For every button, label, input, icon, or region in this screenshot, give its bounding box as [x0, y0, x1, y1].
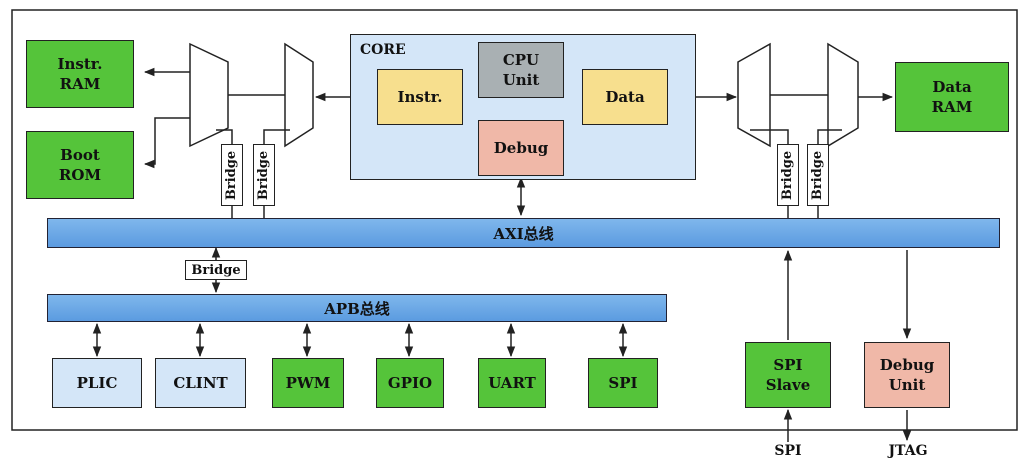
peripheral-label: UART [488, 373, 536, 392]
peripheral-plic: PLIC [52, 358, 142, 408]
bridge-right-1: Bridge [777, 144, 799, 206]
boot-rom-label: Boot ROM [58, 145, 102, 184]
cpu-unit-block: CPU Unit [478, 42, 564, 98]
peripheral-label: SPI [608, 373, 638, 392]
apb-bus-label: APB总线 [324, 299, 390, 318]
core-debug-block: Debug [478, 120, 564, 176]
instr-ram-label: Instr. RAM [57, 54, 103, 93]
external-spi-label: SPI [774, 443, 802, 459]
spi-slave-block: SPI Slave [745, 342, 831, 408]
peripheral-label: GPIO [387, 373, 433, 392]
bridge-label: Bridge [780, 150, 796, 200]
peripheral-pwm: PWM [272, 358, 344, 408]
external-jtag-label: JTAG [888, 443, 928, 459]
peripheral-gpio: GPIO [376, 358, 444, 408]
bridge-right-2: Bridge [807, 144, 829, 206]
apb-bus: APB总线 [47, 294, 667, 322]
bridge-label: Bridge [191, 262, 241, 278]
debug-unit-block: Debug Unit [864, 342, 950, 408]
left-mux-1 [189, 42, 229, 148]
core-instr-block: Instr. [377, 69, 463, 125]
bridge-axi-apb: Bridge [185, 260, 247, 280]
peripheral-label: PWM [285, 373, 331, 392]
bridge-left-1: Bridge [221, 144, 243, 206]
outer-frame [11, 9, 1018, 431]
left-mux-2 [284, 42, 314, 148]
data-ram-block: Data RAM [895, 62, 1009, 132]
right-mux-1 [737, 42, 771, 148]
debug-unit-label: Debug Unit [879, 355, 935, 394]
bridge-label: Bridge [224, 150, 240, 200]
axi-bus: AXI总线 [47, 218, 1000, 248]
axi-bus-label: AXI总线 [493, 224, 554, 243]
core-title: CORE [360, 42, 406, 58]
boot-rom-block: Boot ROM [26, 131, 134, 199]
peripheral-uart: UART [478, 358, 546, 408]
core-instr-label: Instr. [397, 87, 443, 106]
peripheral-label: PLIC [76, 373, 118, 392]
spi-slave-label: SPI Slave [765, 355, 811, 394]
data-ram-label: Data RAM [931, 77, 973, 116]
core-data-block: Data [582, 69, 668, 125]
right-mux-2 [827, 42, 859, 148]
peripheral-clint: CLINT [155, 358, 246, 408]
bridge-label: Bridge [256, 150, 272, 200]
peripheral-spi: SPI [588, 358, 658, 408]
core-debug-label: Debug [493, 138, 549, 157]
core-data-label: Data [605, 87, 645, 106]
bridge-left-2: Bridge [253, 144, 275, 206]
bridge-label: Bridge [810, 150, 826, 200]
instr-ram-block: Instr. RAM [26, 40, 134, 108]
cpu-unit-label: CPU Unit [502, 50, 540, 89]
peripheral-label: CLINT [173, 373, 228, 392]
